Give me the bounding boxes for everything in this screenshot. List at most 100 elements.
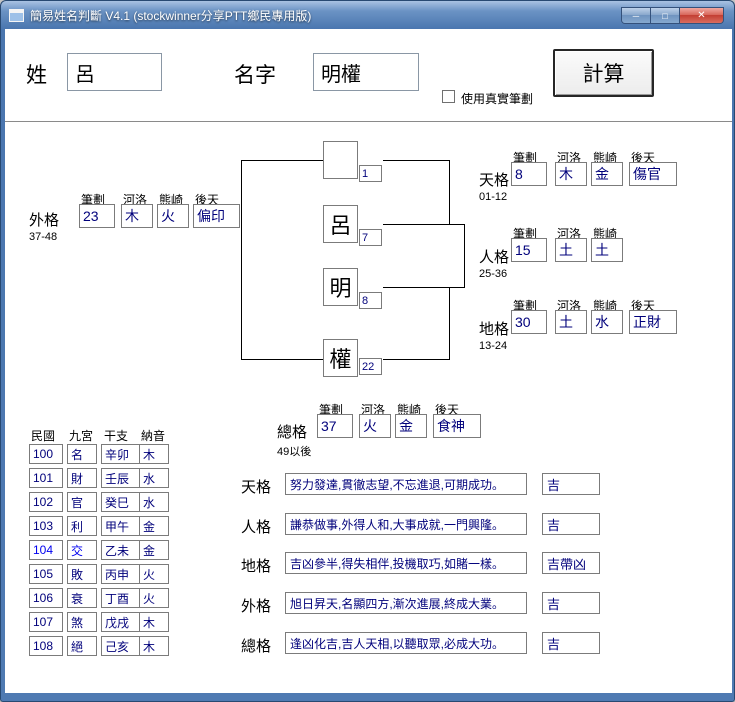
year-cell[interactable] <box>29 636 63 656</box>
real-strokes-checkbox[interactable] <box>442 90 455 103</box>
year-cell[interactable] <box>67 588 97 608</box>
year-cell[interactable] <box>67 468 97 488</box>
waige-heluo-value[interactable] <box>121 204 153 228</box>
houtian-header: 後天 <box>631 151 656 165</box>
char-box-4[interactable] <box>323 339 358 377</box>
year-cell[interactable] <box>101 540 141 560</box>
result-verdict-zongge[interactable] <box>542 632 600 654</box>
strokes-header: 筆劃 <box>513 151 538 165</box>
window-title: 簡易姓名判斷 V4.1 (stockwinner分享PTT鄉民專用版) <box>30 8 312 23</box>
char-box-1[interactable] <box>323 141 358 179</box>
waige-strokes-value[interactable] <box>79 204 115 228</box>
year-cell[interactable] <box>101 468 141 488</box>
result-text-tiange[interactable] <box>285 473 527 495</box>
zongge-heluo-value[interactable] <box>359 414 391 438</box>
renge-xiongqi-value[interactable] <box>591 238 623 262</box>
zongge-strokes-value[interactable] <box>317 414 353 438</box>
bracket-line <box>241 359 323 360</box>
year-cell[interactable] <box>139 588 169 608</box>
renge-heluo-value[interactable] <box>555 238 587 262</box>
stroke-count-box-4[interactable] <box>359 358 382 375</box>
result-verdict-dige[interactable] <box>542 552 600 574</box>
year-cell[interactable] <box>29 564 63 584</box>
year-cell[interactable] <box>139 468 169 488</box>
year-cell[interactable] <box>67 444 97 464</box>
year-cell-current[interactable] <box>67 540 97 560</box>
tiange-houtian-value[interactable] <box>629 162 677 186</box>
calculate-button[interactable]: 計算 <box>553 49 654 97</box>
given-name-input[interactable] <box>313 53 419 91</box>
char-box-2[interactable] <box>323 205 358 243</box>
year-cell[interactable] <box>101 492 141 512</box>
zongge-xiongqi-value[interactable] <box>395 414 427 438</box>
year-cell[interactable] <box>139 636 169 656</box>
close-button-icon[interactable]: ✕ <box>680 8 723 23</box>
surname-label: 姓 <box>26 64 47 87</box>
dige-heluo-value[interactable] <box>555 310 587 334</box>
bracket-line <box>383 160 450 161</box>
year-cell[interactable] <box>29 516 63 536</box>
year-cell[interactable] <box>101 564 141 584</box>
surname-input[interactable] <box>67 53 162 91</box>
zongge-houtian-value[interactable] <box>433 414 481 438</box>
result-verdict-tiange[interactable] <box>542 473 600 495</box>
year-cell[interactable] <box>29 468 63 488</box>
bracket-line <box>383 359 450 360</box>
year-cell[interactable] <box>101 516 141 536</box>
minimize-button-icon[interactable]: ─ <box>622 8 651 23</box>
year-cell[interactable] <box>101 612 141 632</box>
result-verdict-renge[interactable] <box>542 513 600 535</box>
xiongqi-header: 熊崎 <box>397 403 422 417</box>
bracket-line <box>449 287 450 360</box>
year-cell[interactable] <box>67 636 97 656</box>
year-cell[interactable] <box>139 444 169 464</box>
tiange-heluo-value[interactable] <box>555 162 587 186</box>
dige-range: 13-24 <box>479 340 508 352</box>
year-cell-current[interactable] <box>29 540 63 560</box>
dige-strokes-value[interactable] <box>511 310 547 334</box>
year-cell[interactable] <box>139 492 169 512</box>
year-cell[interactable] <box>139 612 169 632</box>
renge-strokes-value[interactable] <box>511 238 547 262</box>
result-verdict-waige[interactable] <box>542 592 600 614</box>
houtian-header: 後天 <box>435 403 460 417</box>
zongge-label: 總格 <box>277 424 308 441</box>
result-text-renge[interactable] <box>285 513 527 535</box>
xiongqi-header: 熊崎 <box>593 299 618 313</box>
tiange-xiongqi-value[interactable] <box>591 162 623 186</box>
year-cell[interactable] <box>101 636 141 656</box>
bracket-line <box>464 224 465 288</box>
year-cell[interactable] <box>139 564 169 584</box>
year-cell[interactable] <box>67 612 97 632</box>
waige-xiongqi-value[interactable] <box>157 204 189 228</box>
app-icon[interactable] <box>9 8 24 22</box>
result-label-waige: 外格 <box>241 598 272 615</box>
waige-houtian-value[interactable] <box>193 204 240 228</box>
year-cell[interactable] <box>67 564 97 584</box>
year-cell[interactable] <box>139 540 169 560</box>
tiange-strokes-value[interactable] <box>511 162 547 186</box>
maximize-button-icon[interactable]: □ <box>651 8 680 23</box>
result-text-dige[interactable] <box>285 552 527 574</box>
year-cell[interactable] <box>29 588 63 608</box>
stroke-count-box-2[interactable] <box>359 229 382 246</box>
xiongqi-header: 熊崎 <box>593 227 618 241</box>
year-cell[interactable] <box>29 444 63 464</box>
char-box-3[interactable] <box>323 268 358 306</box>
title-bar[interactable]: 簡易姓名判斷 V4.1 (stockwinner分享PTT鄉民專用版) <box>1 1 734 29</box>
dige-houtian-value[interactable] <box>629 310 677 334</box>
xiongqi-header: 熊崎 <box>159 193 184 207</box>
result-text-zongge[interactable] <box>285 632 527 654</box>
stroke-count-box-3[interactable] <box>359 292 382 309</box>
year-cell[interactable] <box>101 444 141 464</box>
year-cell[interactable] <box>29 492 63 512</box>
year-cell[interactable] <box>67 516 97 536</box>
year-cell[interactable] <box>67 492 97 512</box>
result-text-waige[interactable] <box>285 592 527 614</box>
year-cell[interactable] <box>29 612 63 632</box>
year-cell[interactable] <box>139 516 169 536</box>
dige-xiongqi-value[interactable] <box>591 310 623 334</box>
heluo-header: 河洛 <box>557 299 582 313</box>
stroke-count-box-1[interactable] <box>359 165 382 182</box>
year-cell[interactable] <box>101 588 141 608</box>
